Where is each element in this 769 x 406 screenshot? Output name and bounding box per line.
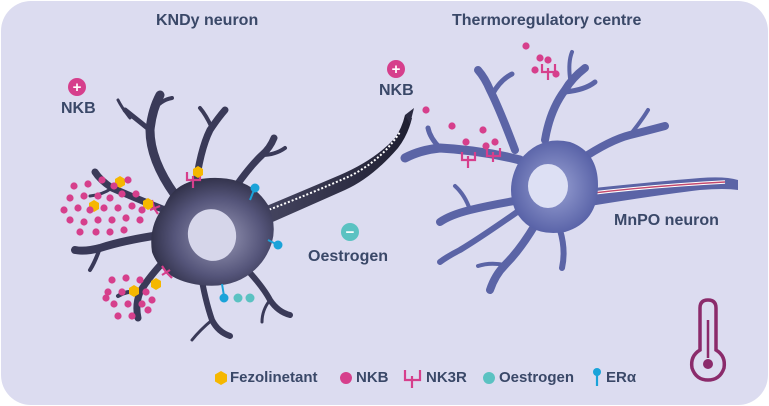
nkb-molecule: [108, 276, 116, 284]
nkb-molecule: [531, 66, 539, 74]
mnpo-neuron: [400, 50, 738, 294]
nkb-plus-badge-left: +: [68, 78, 86, 96]
nk3r-receptors-kndy: [149, 172, 202, 279]
nkb-molecule: [522, 42, 530, 50]
legend-fezolinetant-icon: [215, 371, 227, 385]
nkb-molecule: [100, 204, 108, 212]
mnpo-neuron-label: MnPO neuron: [614, 212, 719, 229]
nkb-molecule: [128, 202, 136, 210]
nkb-molecule: [110, 300, 118, 308]
nkb-molecule: [136, 216, 144, 224]
nkb-molecule: [114, 204, 122, 212]
nkb-molecule: [544, 56, 552, 64]
legend-oestrogen-label: Oestrogen: [499, 369, 575, 386]
nkb-molecule: [60, 206, 68, 214]
nkb-molecule: [106, 228, 114, 236]
nkb-molecule: [482, 142, 490, 150]
legend-nkb-label: NKB: [356, 369, 389, 386]
nkb-molecule: [122, 274, 130, 282]
nkb-molecule: [120, 226, 128, 234]
legend-oestrogen-icon: [483, 372, 495, 384]
nkb-molecule: [92, 228, 100, 236]
nkb-molecule: [114, 312, 122, 320]
nkb-cluster-left: [60, 176, 146, 236]
nkb-molecule: [66, 216, 74, 224]
nkb-molecule: [76, 228, 84, 236]
nkb-molecule: [132, 190, 140, 198]
nkb-molecule: [422, 106, 430, 114]
nkb-plus-badge-right: +: [387, 60, 405, 78]
nkb-molecule: [148, 296, 156, 304]
nkb-label-right: NKB: [379, 82, 414, 99]
legend-era-label: ERα: [606, 369, 637, 386]
legend-nk3r-icon: [403, 370, 422, 388]
nkb-molecule: [138, 300, 146, 308]
nkb-molecule: [84, 180, 92, 188]
nkb-molecule: [479, 126, 487, 134]
nkb-molecule: [144, 306, 152, 314]
oestrogen-minus-badge: −: [341, 223, 359, 241]
oestrogen-molecules: [233, 293, 255, 303]
nkb-molecule: [124, 300, 132, 308]
nkb-molecule: [448, 122, 456, 130]
nkb-molecule: [462, 138, 470, 146]
nkb-molecule: [80, 218, 88, 226]
nkb-molecule: [128, 312, 136, 320]
nkb-molecule: [118, 190, 126, 198]
nkb-molecule: [122, 214, 130, 222]
legend-fezolinetant-label: Fezolinetant: [230, 369, 318, 386]
oestrogen-label: Oestrogen: [308, 248, 389, 265]
nkb-molecule: [106, 194, 114, 202]
legend-nk3r-label: NK3R: [426, 369, 467, 386]
nkb-molecule: [74, 204, 82, 212]
nkb-molecule: [536, 54, 544, 62]
nkb-molecule: [94, 216, 102, 224]
nkb-molecule: [491, 138, 499, 146]
kndy-neuron: [71, 90, 414, 342]
nkb-molecule: [66, 194, 74, 202]
legend-era-icon: [593, 368, 601, 386]
nkb-molecule: [552, 70, 560, 78]
svg-text:+: +: [392, 61, 401, 78]
nkb-molecule: [118, 288, 126, 296]
nkb-molecule: [94, 192, 102, 200]
nkb-label-left: NKB: [61, 100, 96, 117]
nkb-molecule: [124, 176, 132, 184]
nkb-molecule: [136, 276, 144, 284]
nkb-molecule: [104, 288, 112, 296]
svg-text:+: +: [73, 79, 82, 96]
legend-icons: [215, 368, 601, 388]
nkb-cluster-bottom: [102, 274, 156, 320]
nkb-molecule: [142, 288, 150, 296]
kndy-neuron-title: KNDy neuron: [156, 12, 259, 29]
nkb-molecule: [86, 206, 94, 214]
era-receptors: [219, 183, 283, 303]
svg-text:−: −: [346, 224, 355, 241]
nkb-molecule: [108, 216, 116, 224]
nkb-molecule: [102, 294, 110, 302]
fezolinetant-molecules: [89, 166, 203, 297]
nkb-molecule: [138, 206, 146, 214]
nkb-molecule: [110, 182, 118, 190]
nkb-molecule: [98, 176, 106, 184]
thermometer-icon: [689, 298, 727, 382]
nkb-molecule: [70, 182, 78, 190]
nkb-cluster-right: [422, 42, 560, 150]
nkb-molecule: [80, 192, 88, 200]
thermoregulatory-centre-title: Thermoregulatory centre: [452, 12, 642, 29]
legend-nkb-icon: [340, 372, 352, 384]
